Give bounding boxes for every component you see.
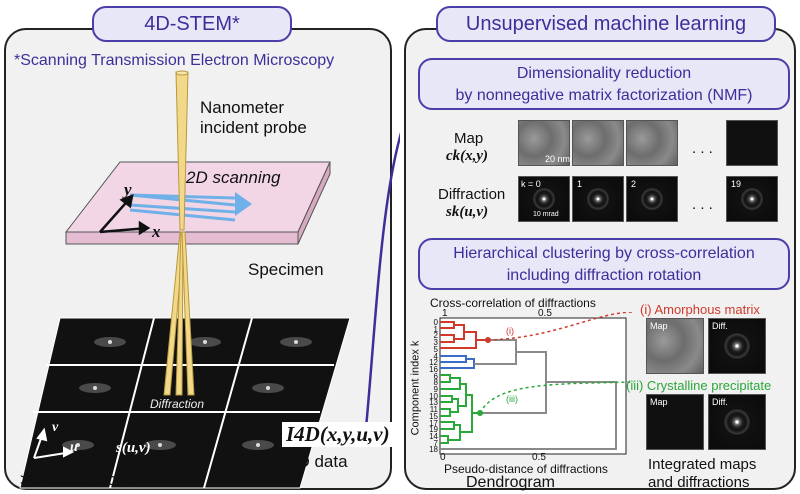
count-label: >3k diffractions	[20, 470, 135, 489]
k-label-19: 19	[731, 179, 742, 189]
map-thumb-0: 20 nm	[518, 120, 570, 166]
index-18: 7	[433, 438, 438, 448]
dendro-title: Dendrogram	[466, 474, 555, 491]
marker-iii: (iii)	[506, 394, 518, 404]
index-13: 11	[429, 405, 438, 415]
map-label: Map	[454, 130, 484, 147]
xy-axes	[99, 193, 151, 236]
index-15: 17	[429, 418, 438, 428]
stem-subtitle: *Scanning Transmission Electron Microsco…	[14, 52, 335, 69]
index-12: 13	[429, 398, 438, 408]
left-title-text: 4D-STEM*	[144, 13, 240, 35]
nmf-line-1: Dimensionality reduction	[516, 65, 692, 82]
specimen-label: Specimen	[248, 260, 324, 279]
index-6: 12	[429, 358, 438, 368]
nmf-line-2: by nonnegative matrix factorization (NMF…	[455, 87, 753, 104]
dendro-indices: 0 1 2 3 5 4 12 16 6 8 9 10 13 11 15 17 1…	[426, 318, 438, 455]
diff-thumb-1: 1	[572, 176, 624, 222]
map-thumb-1	[572, 120, 624, 166]
top-tick-05: 0.5	[538, 308, 552, 319]
integrated-label-1: Integrated maps	[648, 456, 757, 473]
cluster-line-2: including diffraction rotation	[506, 267, 702, 284]
top-tick-1: 1	[442, 308, 448, 319]
index-2: 2	[433, 331, 438, 341]
uv-axes	[33, 427, 75, 459]
probe-label-2: incident probe	[200, 118, 307, 137]
k-label-1: 1	[577, 179, 583, 189]
map-thumb-19	[726, 120, 778, 166]
amorphous-diff: Diff.	[708, 318, 766, 374]
k-label-0: k = 0	[521, 179, 541, 189]
dendro-bottom-axis: Pseudo-distance of diffractions	[444, 462, 608, 476]
index-14: 15	[429, 411, 438, 421]
probe-label-1: Nanometer	[200, 98, 285, 117]
cluster-line-1: Hierarchical clustering by cross-correla…	[453, 245, 755, 262]
diff-label: Diffraction	[438, 186, 506, 203]
flow-arrow	[364, 131, 400, 429]
cluster-i-label: (i) Amorphous matrix	[640, 302, 760, 317]
diff-ellipsis: . . .	[692, 196, 713, 213]
detector-grid	[19, 317, 351, 489]
index-9: 8	[433, 378, 438, 388]
data-label: 4D data	[288, 452, 348, 471]
dendro-ylabel: Component index k	[409, 340, 422, 436]
dendro-top-axis: Cross-correlation of diffractions	[430, 296, 596, 310]
nmf-box: Dimensionality reduction by nonnegative …	[418, 58, 790, 110]
s-label: s(u,v)	[116, 440, 151, 456]
cluster-green	[440, 374, 480, 444]
amorphous-diff-tag: Diff.	[712, 321, 728, 331]
probe-beam	[163, 70, 195, 396]
cluster-box: Hierarchical clustering by cross-correla…	[418, 238, 790, 290]
axis-u: u	[70, 440, 78, 455]
bottom-tick-05: 0.5	[532, 452, 546, 463]
precipitate-map: Map	[646, 394, 704, 450]
index-17: 14	[429, 431, 438, 441]
left-title: 4D-STEM*	[92, 6, 292, 42]
index-0: 0	[433, 318, 438, 327]
diff-symbol: sk(u,v)	[446, 204, 489, 220]
right-title-text: Unsupervised machine learning	[465, 13, 747, 35]
index-5: 4	[433, 351, 438, 361]
index-1: 1	[433, 324, 438, 334]
index-4: 5	[433, 344, 438, 354]
amorphous-map-tag: Map	[650, 321, 668, 331]
index-7: 16	[429, 364, 438, 374]
k-label-2: 2	[631, 179, 637, 189]
right-title: Unsupervised machine learning	[436, 6, 776, 42]
axis-y: y	[124, 180, 132, 199]
amorphous-map: Map	[646, 318, 704, 374]
marker-i: (i)	[506, 326, 514, 336]
diff-scale-label: 10 mrad	[533, 211, 559, 218]
index-16: 19	[429, 425, 438, 435]
precipitate-diff: Diff.	[708, 394, 766, 450]
index-8: 6	[433, 371, 438, 381]
index-19: 18	[429, 445, 438, 455]
cluster-gray	[440, 339, 617, 450]
diffraction-label: Diffraction	[150, 397, 205, 411]
scan-label: 2D scanning	[186, 168, 281, 187]
axis-x: x	[152, 222, 161, 241]
index-11: 10	[429, 391, 438, 401]
bottom-tick-0: 0	[440, 452, 446, 463]
diff-thumb-2: 2	[626, 176, 678, 222]
dendrogram	[439, 312, 635, 455]
map-ellipsis: . . .	[692, 140, 713, 157]
map-scale-label: 20 nm	[545, 154, 571, 164]
map-thumb-2	[626, 120, 678, 166]
diff-thumb-19: 19	[726, 176, 778, 222]
left-illustration	[19, 70, 400, 489]
index-10: 9	[433, 385, 438, 395]
precipitate-map-tag: Map	[650, 397, 668, 407]
integrated-label-2: and diffractions	[648, 474, 750, 491]
index-3: 3	[433, 338, 438, 348]
diff-thumb-0: k = 0 10 mrad	[518, 176, 570, 222]
map-symbol: ck(x,y)	[446, 148, 489, 164]
cluster-iii-label: (iii) Crystalline precipitate	[626, 378, 772, 393]
axis-v: v	[52, 420, 59, 435]
i4d-label: I4D(x,y,u,v)	[282, 422, 394, 447]
precipitate-diff-tag: Diff.	[712, 397, 728, 407]
